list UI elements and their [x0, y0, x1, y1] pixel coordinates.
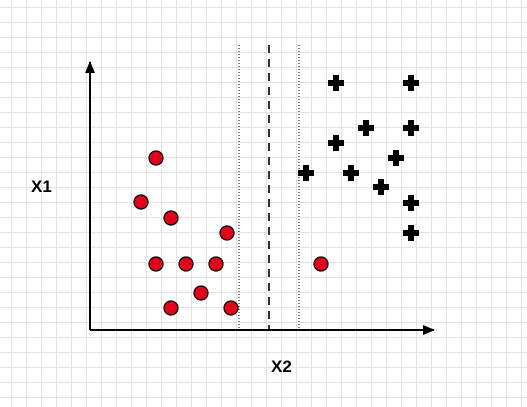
- class-b-points: [298, 75, 419, 241]
- black-plus-icon: [403, 225, 419, 241]
- red-circle-icon: [163, 210, 179, 226]
- red-circle-icon: [163, 300, 179, 316]
- red-circle-icon: [133, 194, 149, 210]
- class-a-points: [133, 150, 329, 316]
- red-circle-icon: [219, 225, 235, 241]
- black-plus-icon: [403, 195, 419, 211]
- black-plus-icon: [403, 75, 419, 91]
- black-plus-icon: [343, 165, 359, 181]
- y-axis-label: X1: [31, 177, 52, 196]
- black-plus-icon: [298, 165, 314, 181]
- red-circle-icon: [208, 256, 224, 272]
- black-plus-icon: [373, 179, 389, 195]
- red-circle-icon: [223, 300, 239, 316]
- red-circle-icon: [193, 285, 209, 301]
- red-circle-icon: [313, 256, 329, 272]
- black-plus-icon: [403, 120, 419, 136]
- black-plus-icon: [358, 120, 374, 136]
- black-plus-icon: [328, 75, 344, 91]
- black-plus-icon: [388, 150, 404, 166]
- x-axis-label: X2: [271, 357, 292, 376]
- red-circle-icon: [148, 150, 164, 166]
- black-plus-icon: [328, 135, 344, 151]
- red-circle-icon: [178, 256, 194, 272]
- red-circle-icon: [148, 256, 164, 272]
